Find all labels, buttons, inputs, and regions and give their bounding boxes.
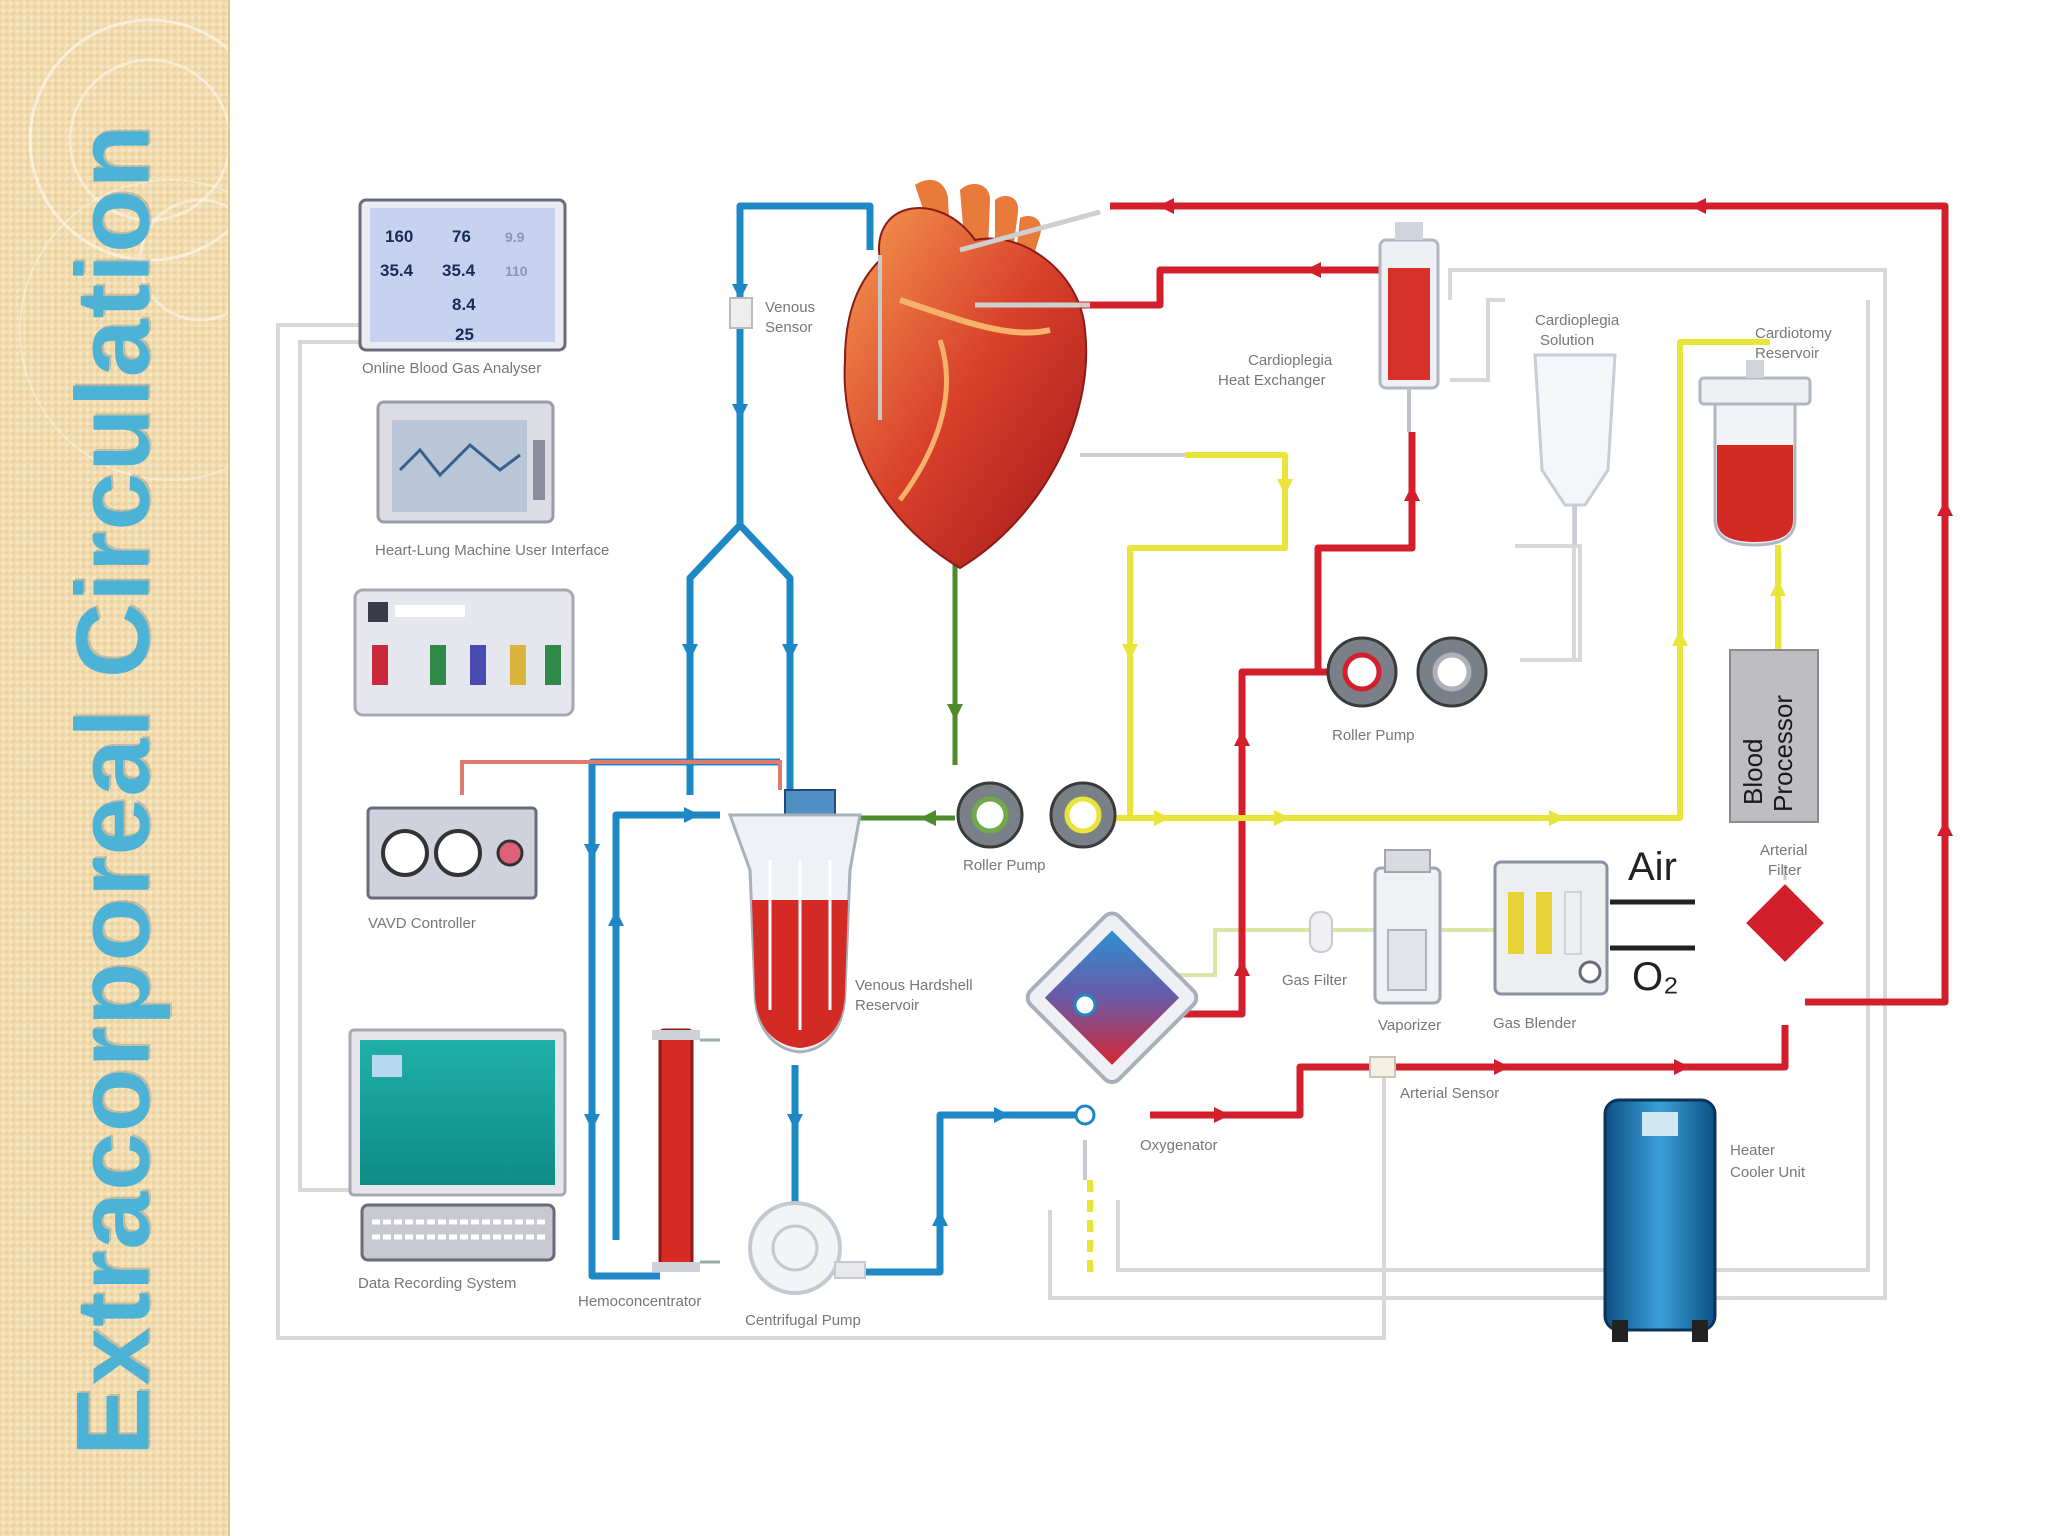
venous-line-right: [737, 522, 794, 795]
label-roller-pump-right: Roller Pump: [1332, 727, 1415, 744]
monitor-value: 110: [505, 263, 528, 279]
label-cardiotomy-1: Cardiotomy: [1755, 325, 1832, 342]
blood-processor: Blood Processor: [1729, 649, 1819, 823]
label-arterial-filter-2: Filter: [1768, 862, 1801, 879]
monitor-value: 160: [385, 227, 413, 246]
arterial-lines: [1075, 202, 1949, 1119]
signal-line-data: [298, 340, 362, 1192]
monitor-value: 8.4: [452, 295, 476, 314]
vavd-controller: [366, 760, 782, 900]
label-cardioplegia-hx-2: Heat Exchanger: [1218, 372, 1326, 389]
signal-line-outer: [276, 323, 1386, 1340]
monitor-value: 25: [455, 325, 474, 344]
gas-filter: [1309, 911, 1333, 953]
arterial-line-cardioplegia: [1075, 266, 1380, 309]
label-gas-filter: Gas Filter: [1282, 972, 1347, 989]
label-vavd-controller: VAVD Controller: [368, 915, 476, 932]
hemoconcentrator: [652, 1028, 720, 1272]
monitor-value: 9.9: [505, 229, 525, 245]
heart: [843, 179, 1185, 570]
monitor-value: 76: [452, 227, 471, 246]
decorative-arcs: [19, 18, 228, 481]
blood-gas-analyser: 160 76 9.9 35.4 35.4 110 8.4 25: [358, 198, 567, 352]
label-venous-reservoir-2: Reservoir: [855, 997, 919, 1014]
data-recording-system: [348, 1028, 567, 1262]
label-blood-gas-analyser: Online Blood Gas Analyser: [362, 360, 541, 377]
label-cardioplegia-solution-1: Cardioplegia: [1535, 312, 1620, 329]
label-venous-reservoir-1: Venous Hardshell: [855, 977, 973, 994]
oxygenator: [1025, 911, 1199, 1180]
label-roller-pump-center: Roller Pump: [963, 857, 1046, 874]
venous-sensor: [729, 297, 753, 329]
signal-line-heater-2: [1116, 300, 1870, 1272]
green-arrows: [920, 704, 963, 826]
label-gas-blender: Gas Blender: [1493, 1015, 1576, 1032]
label-blood-processor-1: Blood: [1738, 739, 1768, 806]
cardioplegia-heat-exchanger: [1378, 222, 1440, 432]
label-heater-cooler-2: Cooler Unit: [1730, 1164, 1806, 1181]
yellow-lines: [1087, 339, 1781, 1280]
hlm-user-interface: [376, 400, 555, 524]
arterial-line-oxy-out: [1148, 668, 1360, 1018]
label-arterial-sensor: Arterial Sensor: [1400, 1085, 1499, 1102]
venous-arrows: [584, 284, 1010, 1226]
label-hlm-user-interface: Heart-Lung Machine User Interface: [375, 542, 609, 559]
label-arterial-filter-1: Arterial: [1760, 842, 1808, 859]
label-blood-processor-2: Processor: [1768, 695, 1798, 812]
arterial-line-main: [1110, 202, 1949, 1006]
yellow-line-vent: [1127, 452, 1288, 818]
label-data-recording-system: Data Recording System: [358, 1275, 516, 1292]
arterial-line-roller-in: [1314, 432, 1416, 676]
arterial-filter: [1739, 865, 1831, 969]
signal-line-cardioplegia: [1450, 298, 1505, 382]
label-hemoconcentrator: Hemoconcentrator: [578, 1293, 701, 1310]
green-lines: [810, 548, 958, 821]
label-centrifugal-pump: Centrifugal Pump: [745, 1312, 861, 1329]
label-vaporizer: Vaporizer: [1378, 1017, 1441, 1034]
monitor-value: 35.4: [442, 261, 476, 280]
signal-line-heater-1: [1048, 268, 1887, 1300]
centrifugal-pump: [748, 1201, 866, 1295]
arterial-arrows: [1158, 198, 1953, 1123]
label-heater-cooler-1: Heater: [1730, 1142, 1775, 1159]
arterial-line-to-sensor: [1150, 1063, 1385, 1119]
cardiotomy-reservoir: [1698, 360, 1812, 547]
label-venous-sensor-2: Sensor: [765, 319, 813, 336]
yellow-line-cardiotomy: [1115, 339, 1770, 821]
gas-lines: [1165, 928, 1495, 977]
label-cardioplegia-solution-2: Solution: [1540, 332, 1594, 349]
venous-reservoir: [727, 789, 862, 1054]
monitor-value: 35.4: [380, 261, 414, 280]
side-panel: Extracorporeal Circulation: [0, 0, 230, 1536]
label-cardioplegia-hx-1: Cardioplegia: [1248, 352, 1333, 369]
venous-line-left: [686, 202, 874, 795]
label-venous-sensor-1: Venous: [765, 299, 815, 316]
label-oxygenator: Oxygenator: [1140, 1137, 1218, 1154]
gas-line-1: [1165, 928, 1380, 977]
venous-line-pump-out: [850, 1111, 1080, 1276]
cardioplegia-solution: [1533, 353, 1617, 545]
label-o2: O₂: [1632, 955, 1679, 999]
vaporizer: [1373, 849, 1442, 1005]
signal-line-roller: [1515, 544, 1582, 662]
arterial-line-to-filter: [1395, 1025, 1789, 1071]
yellow-arrows: [1122, 479, 1786, 826]
label-air: Air: [1628, 845, 1677, 889]
roller-pump-right: [1326, 636, 1488, 708]
arterial-sensor: [1369, 1056, 1396, 1078]
roller-pump-center: [956, 781, 1117, 849]
label-cardiotomy-2: Reservoir: [1755, 345, 1819, 362]
gas-blender: [1493, 860, 1695, 996]
heater-cooler-unit: [1603, 1098, 1717, 1342]
control-panel: [353, 588, 575, 717]
